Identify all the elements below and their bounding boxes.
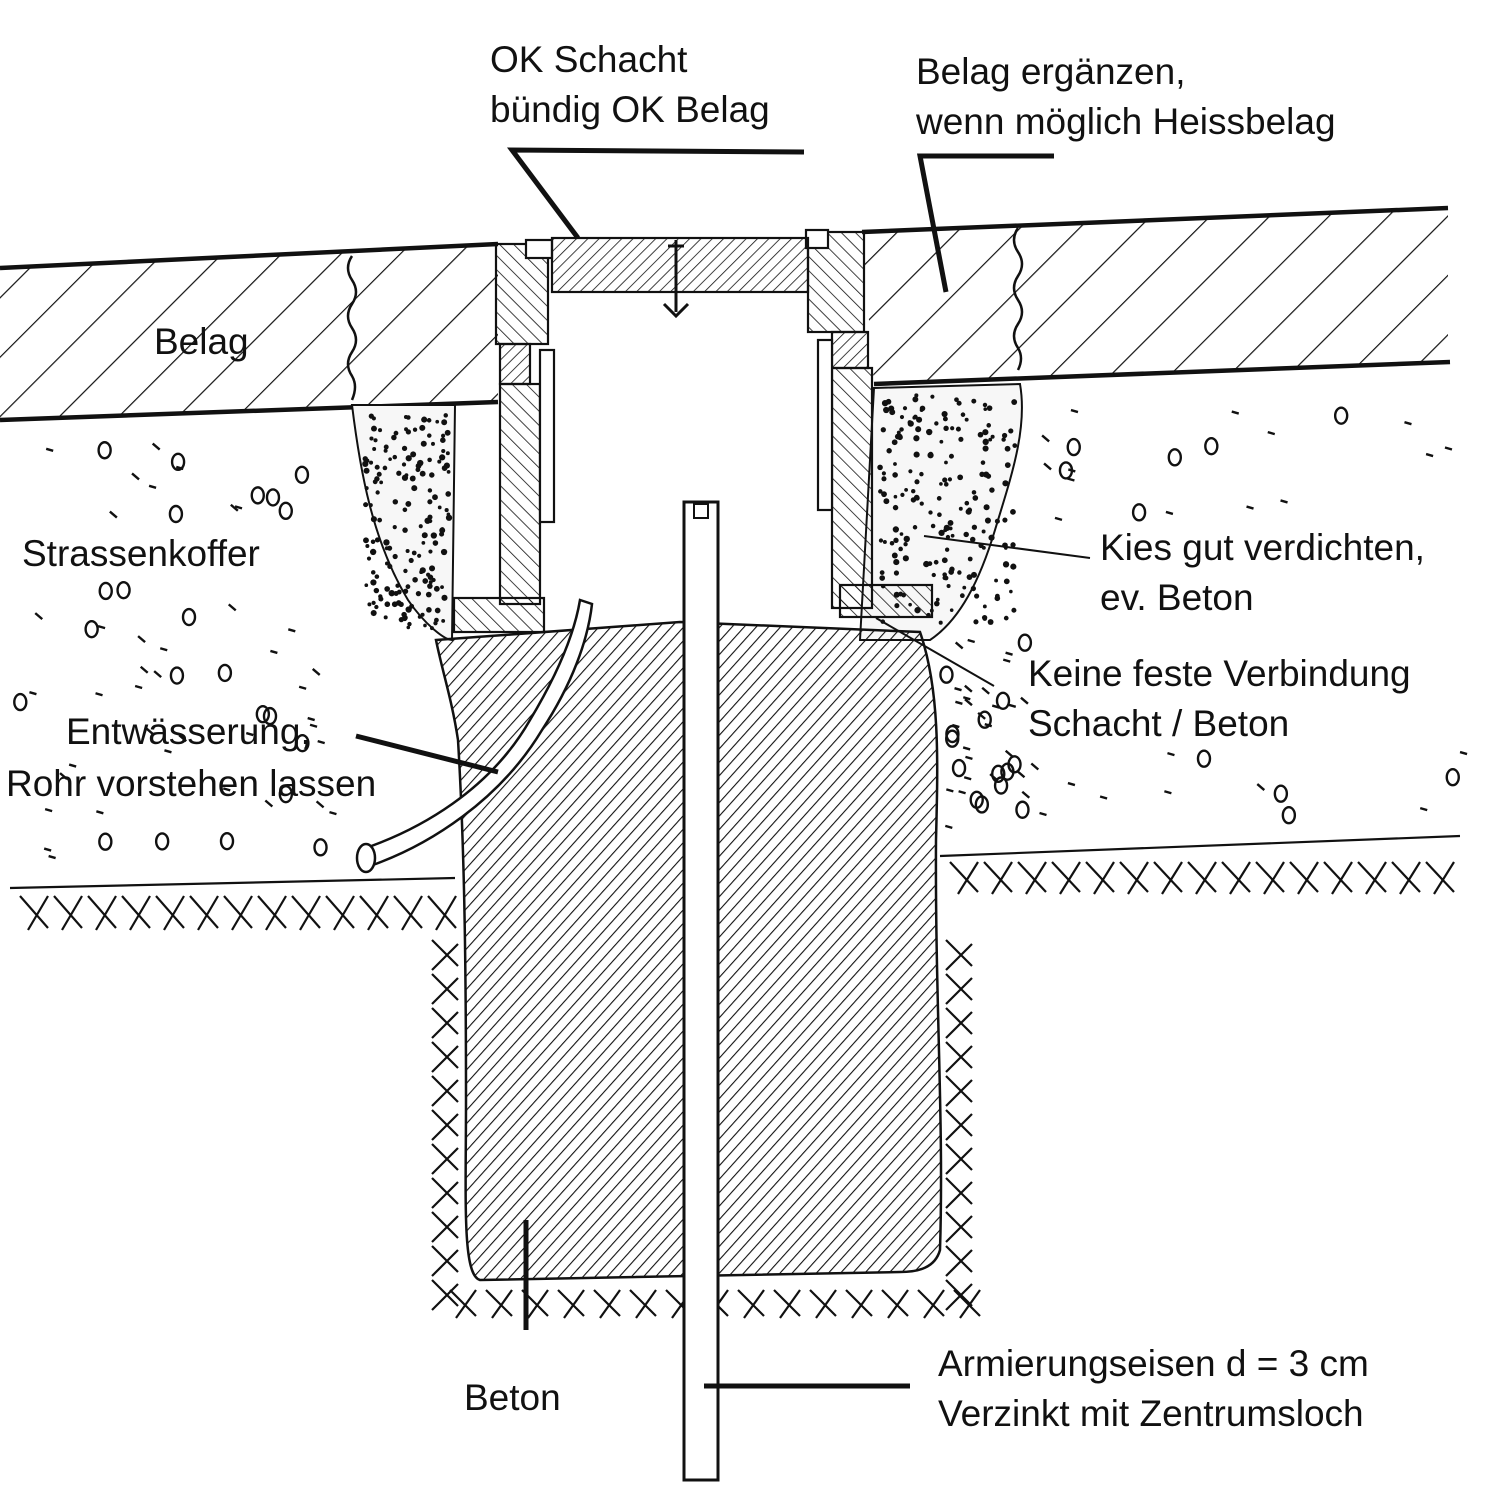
drainage-pipe (358, 598, 594, 868)
lid-bolt-icon (662, 240, 690, 319)
shaft-wall-left (452, 238, 556, 634)
label-armierung: Armierungseisen d = 3 cm (938, 1343, 1369, 1384)
label-keine-verbindung: Keine feste Verbindung (1028, 653, 1411, 694)
label-armierung-line2: Verzinkt mit Zentrumsloch (938, 1393, 1364, 1434)
reinforcement-bar (682, 500, 720, 1482)
label-kies-line2: ev. Beton (1100, 577, 1254, 618)
leader-lines (355, 147, 1054, 1389)
road-base-gravel-dots (13, 406, 1468, 860)
joint-line-left (346, 255, 358, 401)
label-belag-ergaenzen: Belag ergänzen, (916, 51, 1185, 92)
pavement-outlines (0, 205, 1451, 423)
label-belag-ergaenzen-line2: wenn möglich Heissbelag (915, 101, 1336, 142)
drainage-pipe-end (355, 842, 377, 874)
gravel-fill-right (858, 382, 1023, 641)
label-strassenkoffer: Strassenkoffer (22, 533, 260, 574)
label-belag: Belag (154, 321, 249, 362)
labels: OK Schacht bündig OK Belag Belag ergänze… (6, 39, 1425, 1434)
leader-lines-thin (875, 535, 1091, 687)
label-kies: Kies gut verdichten, (1100, 527, 1425, 568)
label-beton: Beton (464, 1377, 561, 1418)
pavement-left (0, 244, 498, 420)
shaft-wall-right (804, 228, 934, 619)
bar-center-hole (693, 503, 709, 519)
pavement-right (862, 208, 1448, 384)
label-ok-schacht-line2: bündig OK Belag (490, 89, 770, 130)
label-entwaesserung: Entwässerung, (66, 711, 311, 752)
soil-hatching (9, 834, 1461, 1319)
label-keine-verbindung-line2: Schacht / Beton (1028, 703, 1289, 744)
label-ok-schacht: OK Schacht (490, 39, 688, 80)
label-entwaesserung-line2: Rohr vorstehen lassen (6, 763, 376, 804)
gravel-fine-dots (362, 393, 1018, 631)
joint-line-right (1012, 227, 1024, 371)
